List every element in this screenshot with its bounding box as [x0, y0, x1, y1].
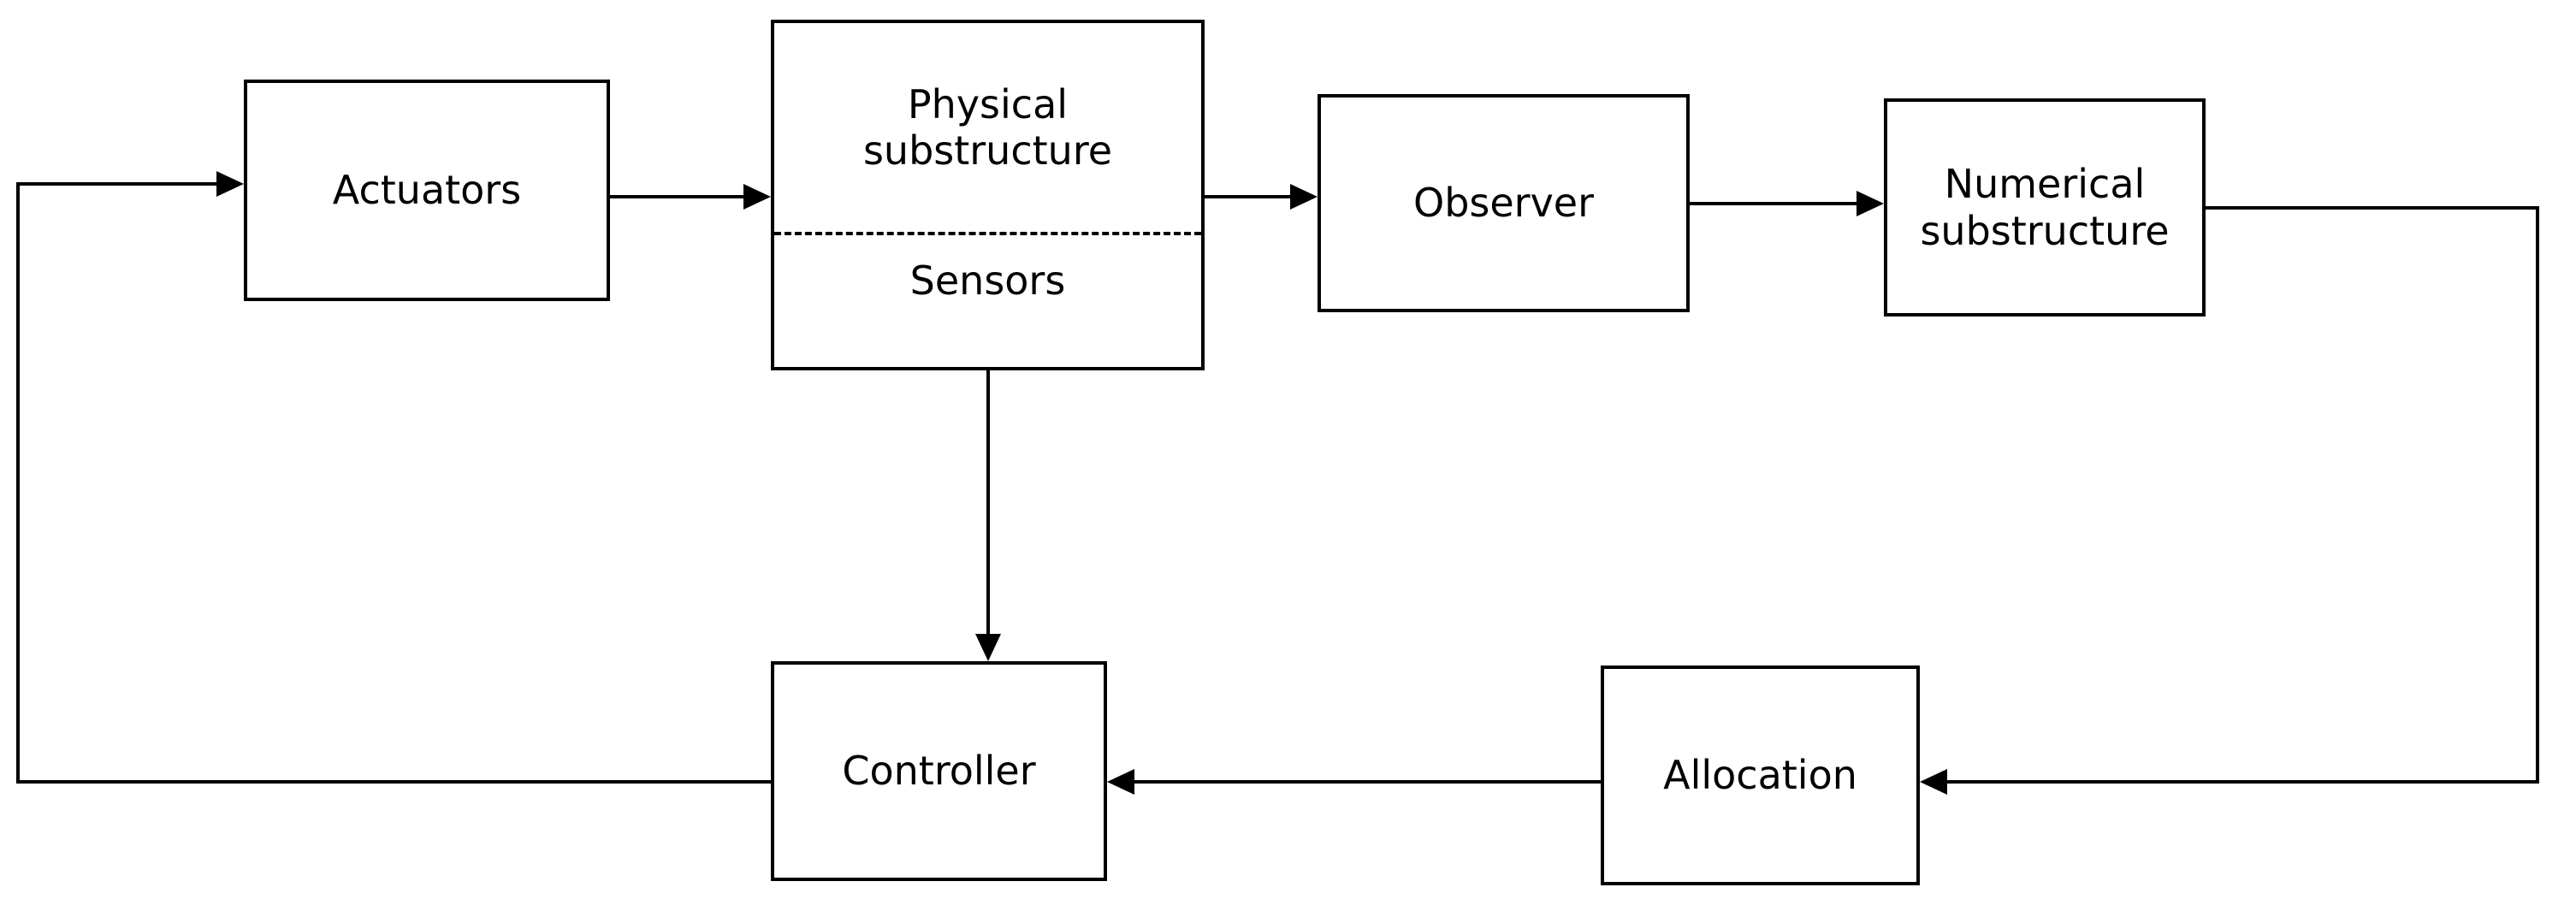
node-allocation-label: Allocation	[1663, 752, 1857, 799]
arrow-into-controller-top	[975, 634, 1001, 661]
node-actuators-label: Actuators	[332, 167, 522, 214]
wire-right-loop-vertical	[2536, 206, 2539, 784]
node-numerical-substructure-label: Numerical substructure	[1920, 161, 2170, 254]
node-numerical-substructure[interactable]: Numerical substructure	[1884, 98, 2206, 316]
arrow-into-observer	[1290, 184, 1318, 210]
node-observer-label: Observer	[1412, 180, 1595, 227]
wire-observer-to-numerical	[1690, 202, 1856, 205]
wire-controller-to-left-loop	[16, 780, 771, 784]
node-sensors-section: Sensors	[774, 235, 1201, 367]
wire-left-loop-top	[16, 182, 216, 186]
arrow-into-allocation	[1920, 769, 1947, 795]
node-controller[interactable]: Controller	[771, 661, 1107, 881]
arrow-into-controller-right	[1107, 769, 1134, 795]
node-sensors-label: Sensors	[909, 257, 1066, 304]
node-actuators[interactable]: Actuators	[244, 80, 610, 301]
node-physical-substructure-section: Physical substructure	[774, 23, 1201, 232]
wire-right-loop-to-allocation	[1947, 780, 2539, 784]
arrow-into-physical-substructure	[743, 184, 771, 210]
node-controller-label: Controller	[842, 748, 1036, 795]
wire-sensors-to-controller	[986, 370, 990, 634]
wire-numerical-to-right-loop	[2206, 206, 2539, 210]
node-observer[interactable]: Observer	[1318, 94, 1690, 312]
arrow-into-actuators	[216, 171, 244, 197]
node-physical-substructure-label: Physical substructure	[862, 80, 1113, 174]
wire-left-loop-vertical	[16, 182, 20, 784]
wire-physical-to-observer	[1205, 195, 1290, 198]
arrow-into-numerical-substructure	[1856, 191, 1884, 216]
dashed-divider	[774, 232, 1201, 235]
wire-actuators-to-physical	[610, 195, 743, 198]
node-physical-substructure-sensors[interactable]: Physical substructure Sensors	[771, 20, 1205, 370]
wire-allocation-to-controller	[1134, 780, 1601, 784]
node-allocation[interactable]: Allocation	[1601, 666, 1920, 885]
